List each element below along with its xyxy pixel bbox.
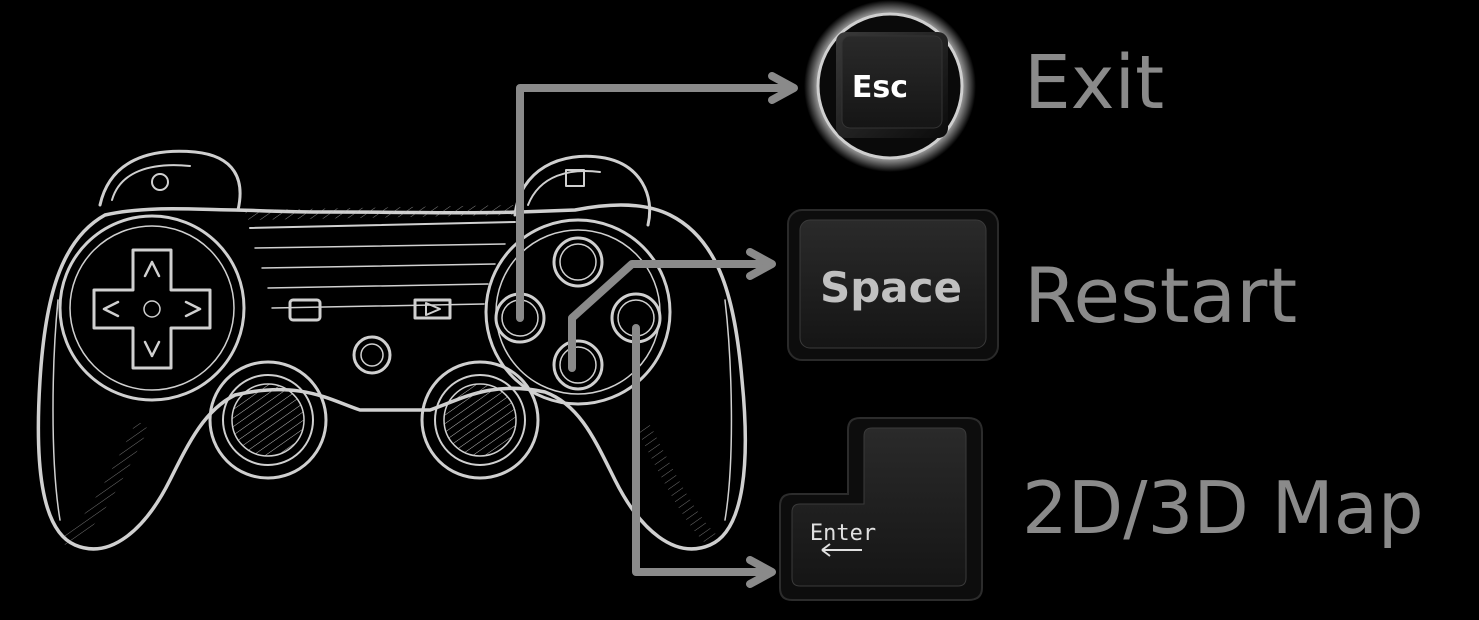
top-face-button <box>552 236 604 288</box>
map-toggle-action-label: 2D/3D Map <box>1022 466 1424 550</box>
restart-action-label: Restart <box>1024 251 1298 340</box>
left-shoulder-button <box>98 149 242 212</box>
left-analog-stick <box>208 360 328 480</box>
arrow-enter-head <box>746 556 776 588</box>
arrow-enter <box>632 324 772 576</box>
face-button-ring <box>484 218 672 406</box>
select-button <box>288 298 322 322</box>
exit-action-label: Exit <box>1024 40 1165 126</box>
space-key-label: Space <box>820 263 962 312</box>
gamepad-icon <box>36 149 748 551</box>
enter-key-label: Enter <box>810 521 876 546</box>
bottom-face-button <box>552 339 604 391</box>
esc-key-label: Esc <box>852 70 908 105</box>
arrow-space-head <box>746 248 776 280</box>
arrow-space <box>568 260 772 372</box>
esc-key: Esc <box>804 0 976 172</box>
right-shoulder-button <box>513 154 652 227</box>
right-analog-stick <box>420 360 540 480</box>
connector-arrows <box>516 72 798 588</box>
enter-key: Enter <box>779 417 983 601</box>
home-button <box>352 335 392 375</box>
return-arrow-icon <box>821 543 862 557</box>
arrow-esc-head <box>768 72 798 104</box>
dpad-ring <box>58 214 246 402</box>
space-key: Space <box>787 209 999 361</box>
start-button <box>413 298 452 320</box>
arrow-esc <box>516 84 794 322</box>
dpad-icon <box>92 248 212 370</box>
